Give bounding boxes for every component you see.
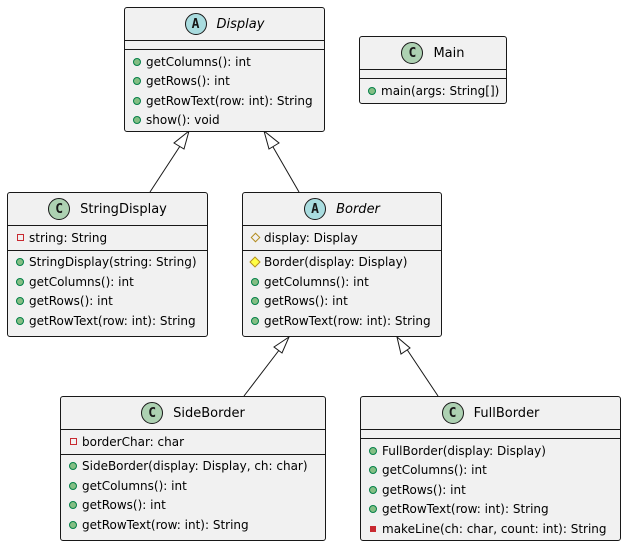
- method-row: getRows(): int: [61, 496, 325, 516]
- method-row: getRowText(row: int): String: [361, 500, 620, 520]
- public-method-icon: [367, 484, 379, 496]
- method-row: getRows(): int: [8, 292, 207, 312]
- public-method-icon: [131, 75, 143, 87]
- methods-section: StringDisplay(string: String) getColumns…: [8, 249, 207, 333]
- class-header: C SideBorder: [61, 397, 325, 429]
- public-method-icon: [131, 56, 143, 68]
- method-row: getRowText(row: int): String: [8, 311, 207, 331]
- class-name: SideBorder: [173, 405, 245, 421]
- public-method-icon: [249, 295, 261, 307]
- class-name: Main: [433, 45, 465, 61]
- field-row: string: String: [8, 228, 207, 248]
- field-row: borderChar: char: [61, 432, 325, 452]
- public-method-icon: [67, 480, 79, 492]
- method-row: getColumns(): int: [243, 272, 441, 292]
- field-row: display: Display: [243, 228, 441, 248]
- method-row: getRowText(row: int): String: [61, 515, 325, 535]
- class-name: Display: [216, 16, 265, 32]
- class-header: C FullBorder: [361, 397, 620, 429]
- method-row: show(): void: [125, 111, 324, 131]
- method-row: getRows(): int: [243, 292, 441, 312]
- methods-section: FullBorder(display: Display) getColumns(…: [361, 438, 620, 541]
- class-name: FullBorder: [473, 405, 540, 421]
- public-method-icon: [367, 464, 379, 476]
- public-method-icon: [366, 85, 378, 97]
- public-method-icon: [14, 276, 26, 288]
- fields-section: display: Display: [243, 225, 441, 250]
- public-method-icon: [367, 445, 379, 457]
- class-main[interactable]: C Main main(args: String[]): [359, 36, 507, 104]
- class-name: Border: [336, 201, 380, 217]
- methods-section: SideBorder(display: Display, ch: char) g…: [61, 453, 325, 537]
- method-row: getColumns(): int: [361, 461, 620, 481]
- abstract-class-icon: A: [304, 198, 327, 220]
- fields-section: [360, 69, 506, 78]
- private-method-icon: [367, 523, 379, 535]
- class-header: A Border: [243, 193, 441, 225]
- fields-section: [361, 429, 620, 438]
- stringdisplay-extends-display-line: [149, 139, 185, 193]
- method-row: SideBorder(display: Display, ch: char): [61, 457, 325, 477]
- class-name: StringDisplay: [80, 201, 167, 217]
- protected-method-icon: [249, 256, 261, 268]
- method-row: getRowText(row: int): String: [125, 91, 324, 111]
- method-row: StringDisplay(string: String): [8, 253, 207, 273]
- fields-section: [125, 40, 324, 49]
- sideborder-extends-border-line: [243, 344, 284, 397]
- class-icon: C: [48, 198, 71, 220]
- border-extends-display-line: [268, 139, 300, 193]
- class-display[interactable]: A Display getColumns(): int getRows(): i…: [124, 7, 325, 132]
- class-border[interactable]: A Border display: Display Border(display…: [242, 192, 442, 337]
- abstract-class-icon: A: [184, 13, 207, 35]
- public-method-icon: [249, 315, 261, 327]
- public-method-icon: [67, 499, 79, 511]
- class-icon: C: [441, 402, 464, 424]
- fields-section: string: String: [8, 225, 207, 250]
- method-row: getColumns(): int: [8, 272, 207, 292]
- stringdisplay-arrowhead: [173, 129, 190, 150]
- class-header: A Display: [125, 8, 324, 40]
- private-field-icon: [14, 232, 26, 244]
- public-method-icon: [67, 519, 79, 531]
- method-row: FullBorder(display: Display): [361, 441, 620, 461]
- fullborder-arrowhead: [396, 335, 411, 355]
- border-arrowhead: [263, 129, 280, 150]
- public-method-icon: [67, 460, 79, 472]
- class-stringdisplay[interactable]: C StringDisplay string: String StringDis…: [7, 192, 208, 337]
- method-row: getRows(): int: [125, 72, 324, 92]
- fields-section: borderChar: char: [61, 429, 325, 454]
- public-method-icon: [14, 315, 26, 327]
- public-method-icon: [131, 114, 143, 126]
- private-field-icon: [67, 436, 79, 448]
- protected-field-icon: [249, 232, 261, 244]
- method-row: makeLine(ch: char, count: int): String: [361, 519, 620, 539]
- methods-section: Border(display: Display) getColumns(): i…: [243, 249, 441, 333]
- public-method-icon: [14, 295, 26, 307]
- class-fullborder[interactable]: C FullBorder FullBorder(display: Display…: [360, 396, 621, 541]
- public-method-icon: [131, 95, 143, 107]
- methods-section: main(args: String[]): [360, 78, 506, 103]
- public-method-icon: [367, 503, 379, 515]
- method-row: main(args: String[]): [360, 81, 506, 101]
- method-row: getRowText(row: int): String: [243, 311, 441, 331]
- class-icon: C: [401, 42, 424, 64]
- fullborder-extends-border-line: [403, 344, 439, 397]
- class-sideborder[interactable]: C SideBorder borderChar: char SideBorder…: [60, 396, 326, 541]
- class-icon: C: [141, 402, 164, 424]
- methods-section: getColumns(): int getRows(): int getRowT…: [125, 49, 324, 132]
- class-header: C Main: [360, 37, 506, 69]
- method-row: getColumns(): int: [61, 476, 325, 496]
- class-header: C StringDisplay: [8, 193, 207, 225]
- public-method-icon: [249, 276, 261, 288]
- sideborder-arrowhead: [273, 335, 291, 354]
- method-row: getColumns(): int: [125, 52, 324, 72]
- public-method-icon: [14, 256, 26, 268]
- method-row: Border(display: Display): [243, 253, 441, 273]
- method-row: getRows(): int: [361, 480, 620, 500]
